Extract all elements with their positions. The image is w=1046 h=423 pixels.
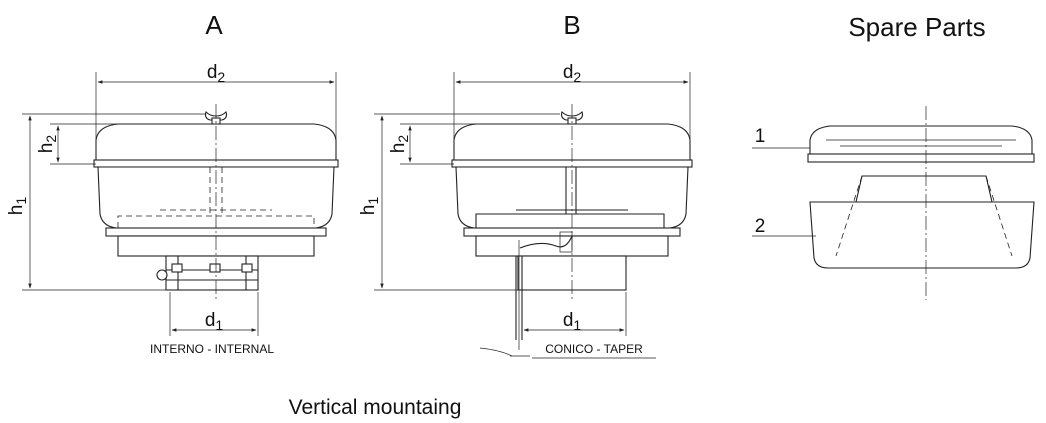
d2-label-a: d2: [207, 62, 226, 85]
view-b-title: B: [563, 10, 580, 40]
cover-cap-a: [95, 123, 337, 161]
figure-caption: Vertical mountaing: [289, 396, 462, 419]
part-2-label: 2: [755, 216, 766, 237]
d2-label-b: d2: [563, 62, 582, 85]
part-1-label: 1: [755, 126, 766, 147]
spare-parts-view: Spare Parts 1 2: [752, 12, 1035, 300]
h1-label-a: h1: [6, 197, 29, 216]
d1-label-a: d1: [205, 310, 224, 333]
h2-label-a: h2: [36, 135, 59, 154]
clamp-a: [165, 255, 259, 291]
view-a-title: A: [205, 10, 223, 40]
spare-parts-title: Spare Parts: [848, 12, 985, 42]
internal-note: INTERNO - INTERNAL: [150, 342, 274, 356]
clamp-screw-a: [156, 269, 168, 281]
spare-bowl: [809, 201, 1035, 269]
view-a: A d2 h: [6, 10, 339, 356]
cover-cap-b: [453, 123, 691, 161]
view-b: B d2 h2: [358, 10, 693, 359]
h2-label-b: h2: [388, 135, 411, 154]
h1-label-b: h1: [358, 197, 381, 216]
d1-label-b: d1: [563, 310, 582, 333]
taper-note: CONICO - TAPER: [545, 342, 643, 356]
